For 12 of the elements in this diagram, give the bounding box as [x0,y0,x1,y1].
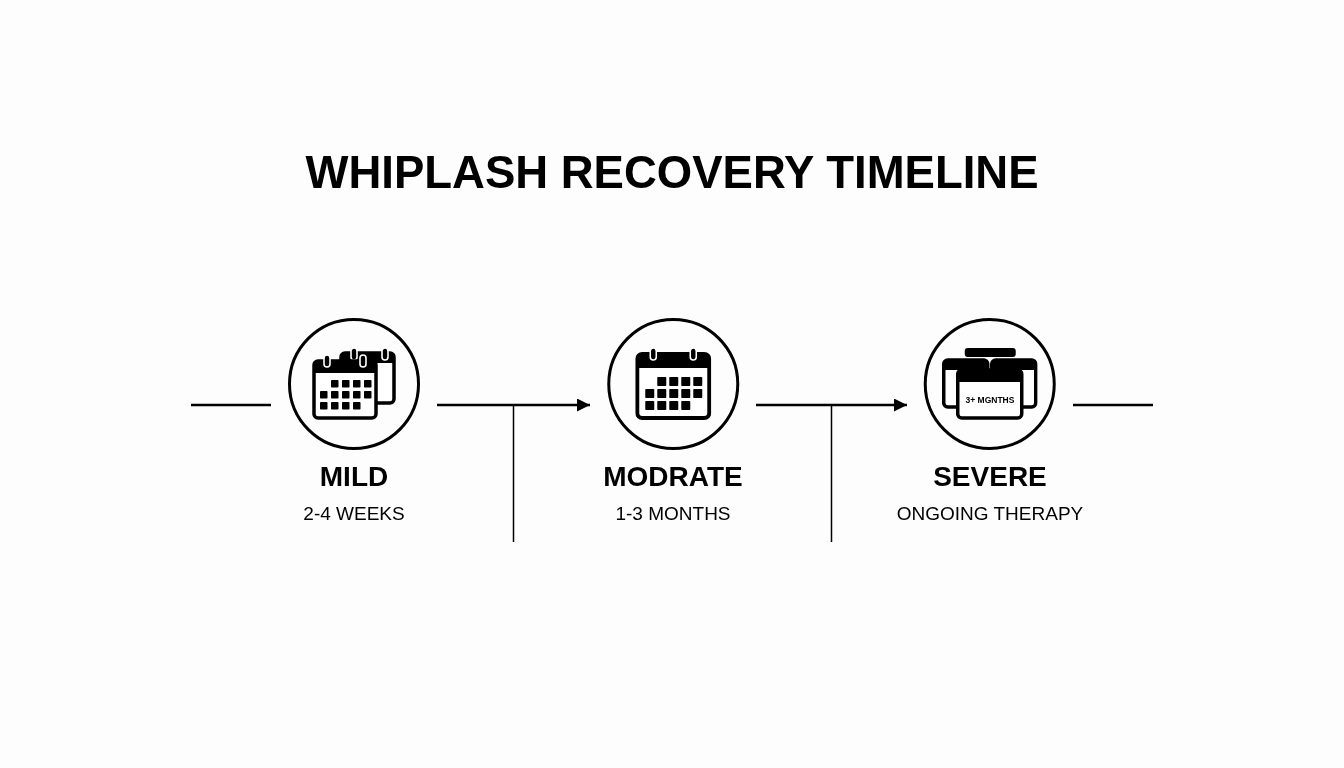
icon-text: 3+ MGNTHS [965,395,1015,405]
stage-duration: 2-4 WEEKS [303,502,405,526]
stage-duration: ONGOING THERAPY [896,502,1084,526]
stage-name: MODRATE [603,461,743,493]
arrow [756,398,907,412]
stage-name: MILD [319,461,389,493]
connector-line [1073,403,1153,407]
stage-duration: 1-3 MONTHS [615,502,731,526]
connector-line [191,403,271,407]
diagram-title: WHIPLASH RECOVERY TIMELINE [304,146,1040,200]
arrow [437,398,590,412]
stage-name: SEVERE [933,461,1047,493]
